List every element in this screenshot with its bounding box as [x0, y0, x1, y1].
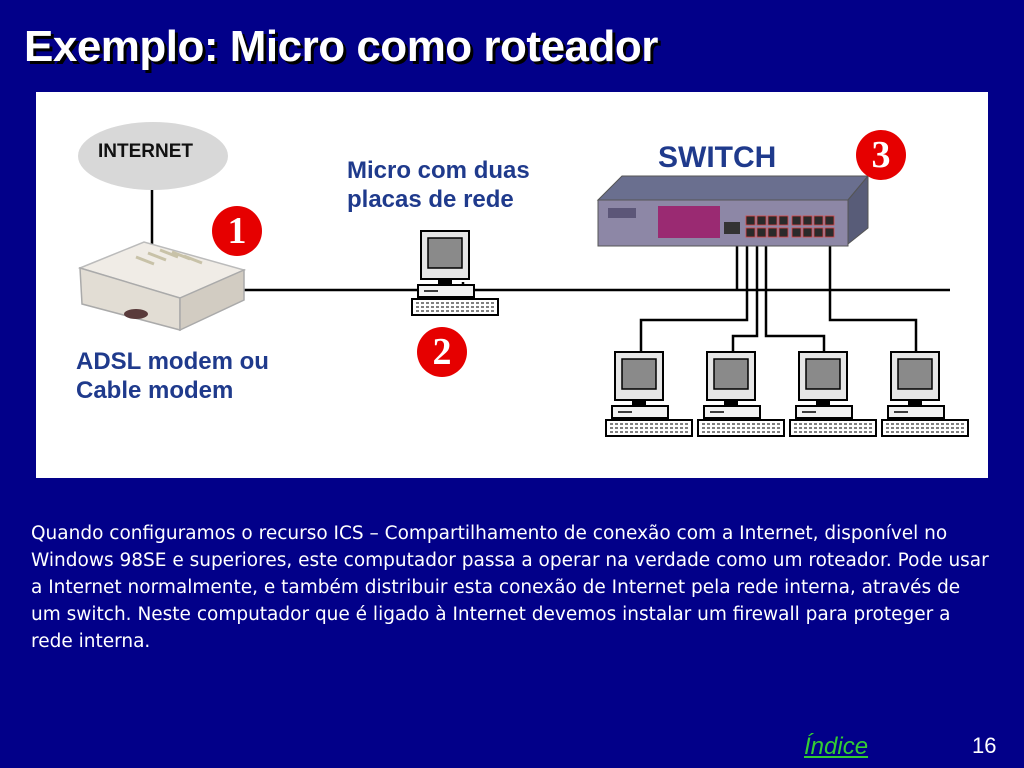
client-computer-1 [605, 351, 693, 437]
client-computer-2 [697, 351, 785, 437]
micro-label: Micro com duas placas de rede [347, 157, 530, 213]
router-computer [411, 230, 499, 316]
modem-device [77, 241, 247, 332]
network-diagram: INTERNET Micro com duas placas de rede S… [36, 92, 988, 478]
network-illustration [77, 122, 969, 437]
page-number: 16 [972, 733, 997, 758]
internet-label: INTERNET [98, 141, 193, 162]
client-computer-3 [789, 351, 877, 437]
client-computer-4 [881, 351, 969, 437]
body-paragraph: Quando configuramos o recurso ICS – Comp… [31, 523, 989, 652]
modem-label: ADSL modem ou Cable modem [76, 348, 269, 404]
marker-1-badge: 1 [212, 206, 262, 256]
marker-2-badge: 2 [417, 327, 467, 377]
switch-label: SWITCH [658, 141, 777, 174]
slide-title: Exemplo: Micro como roteador [24, 22, 658, 71]
index-link[interactable]: Índice [804, 733, 869, 760]
internet-cloud [78, 122, 228, 190]
switch-device [596, 174, 870, 247]
marker-3-badge: 3 [856, 130, 906, 180]
